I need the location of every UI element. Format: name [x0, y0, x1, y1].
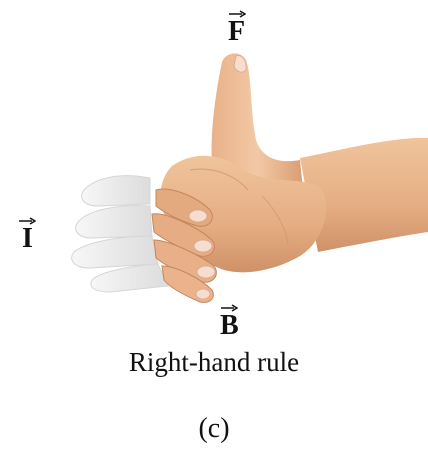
figure-caption: Right-hand rule	[0, 347, 428, 378]
figure-part-label: (c)	[0, 413, 428, 445]
field-label-text: B	[220, 310, 239, 341]
force-vector-label: F	[228, 18, 245, 46]
current-label-text: I	[22, 223, 33, 254]
ghost-fingers	[72, 176, 168, 292]
field-vector-label: B	[220, 312, 239, 340]
force-label-text: F	[228, 16, 245, 47]
current-vector-label: I	[22, 225, 33, 253]
